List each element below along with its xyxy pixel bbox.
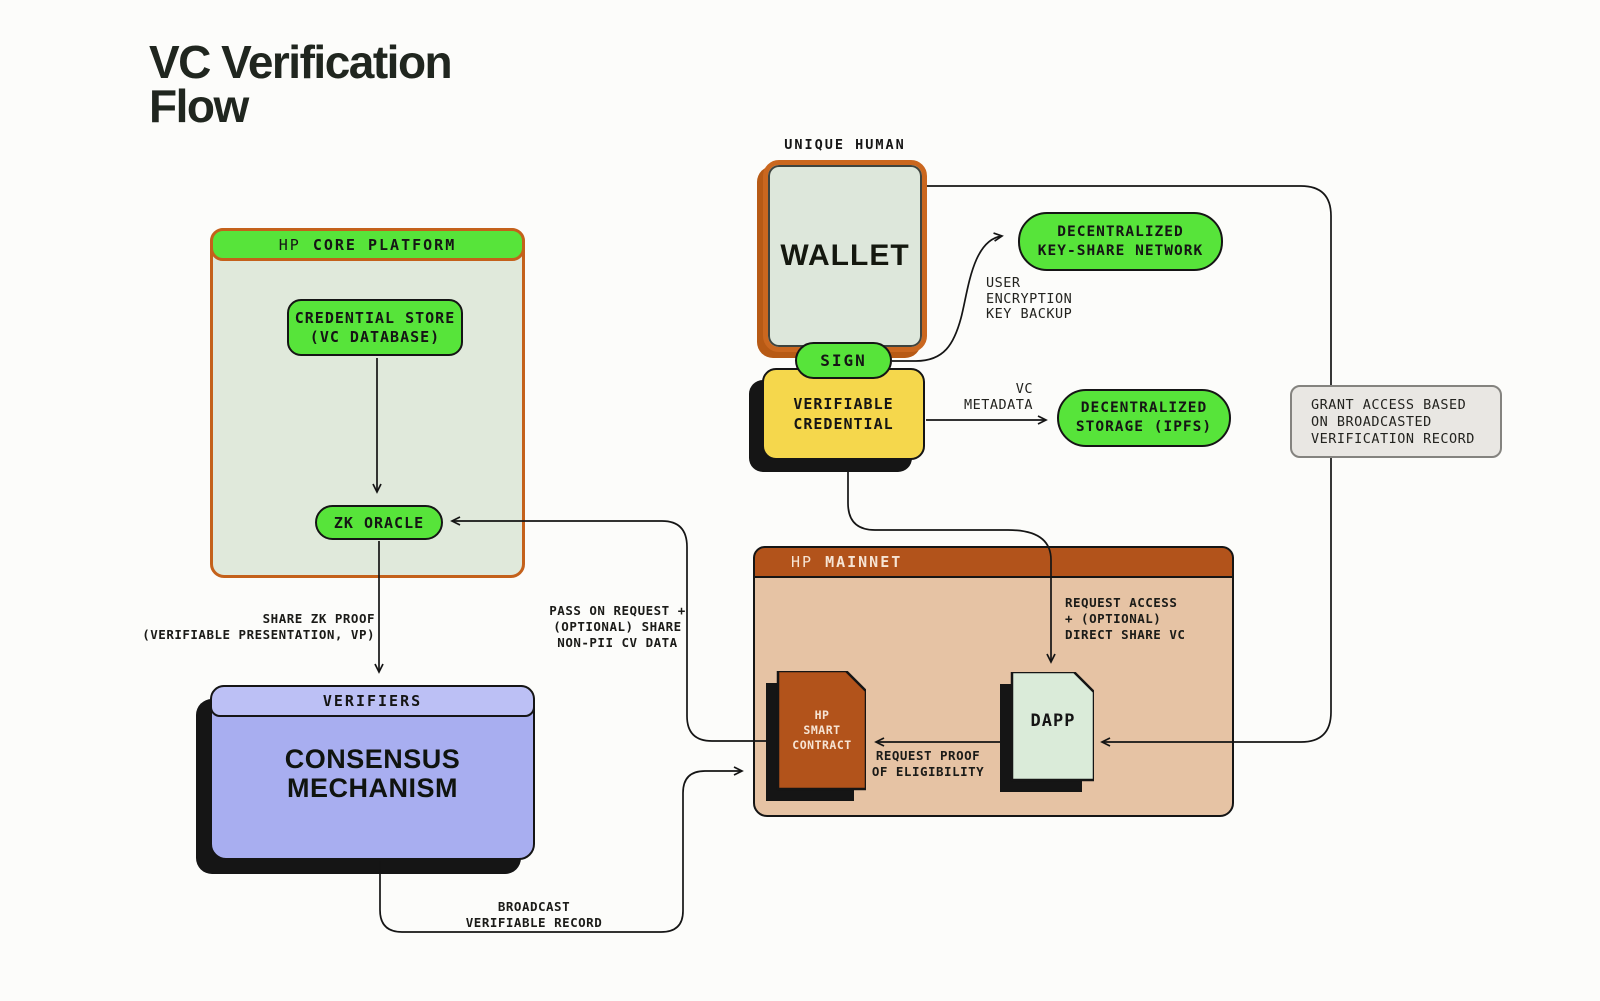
consensus-mechanism-label: CONSENSUS MECHANISM	[284, 744, 461, 803]
broadcast-record-label: BROADCAST VERIFIABLE RECORD	[465, 899, 603, 930]
vc-metadata-label: VC METADATA	[963, 381, 1033, 413]
wallet-node: WALLET	[763, 160, 927, 352]
wallet-label: WALLET	[780, 239, 910, 272]
page-title: VC Verification Flow	[149, 36, 453, 132]
verifiable-credential-node: VERIFIABLE CREDENTIAL	[762, 368, 925, 460]
unique-human-label: UNIQUE HUMAN	[784, 137, 906, 153]
decentralized-storage-node: DECENTRALIZED STORAGE (IPFS)	[1057, 389, 1231, 447]
grant-access-note: GRANT ACCESS BASED ON BROADCASTED VERIFI…	[1290, 385, 1502, 458]
pass-on-request-label: PASS ON REQUEST + (OPTIONAL) SHARE NON-P…	[549, 603, 686, 650]
request-proof-label: REQUEST PROOF OF ELIGIBILITY	[871, 748, 985, 779]
verifiers-header: VERIFIERS	[210, 685, 535, 717]
credential-store-node: CREDENTIAL STORE (VC DATABASE)	[287, 299, 463, 356]
hp-smart-contract-label: HP SMART CONTRACT	[792, 707, 852, 752]
request-access-label: REQUEST ACCESS + (OPTIONAL) DIRECT SHARE…	[1065, 595, 1186, 642]
hp-core-platform-label: CORE PLATFORM	[312, 235, 457, 254]
dapp-label: DAPP	[1030, 711, 1076, 731]
keyshare-network-node: DECENTRALIZED KEY-SHARE NETWORK	[1018, 212, 1223, 271]
user-encryption-label: USER ENCRYPTION KEY BACKUP	[986, 275, 1073, 322]
hp-mainnet-header-prefix: HP	[791, 553, 814, 571]
hp-core-platform-prefix: HP	[278, 235, 301, 254]
sign-node: SIGN	[795, 342, 892, 379]
share-zk-proof-label: SHARE ZK PROOF (VERIFIABLE PRESENTATION,…	[142, 611, 375, 642]
hp-mainnet-header: HP MAINNET	[753, 546, 1234, 578]
zk-oracle-node: ZK ORACLE	[315, 505, 443, 540]
hp-mainnet-header-label: MAINNET	[825, 553, 903, 571]
hp-core-platform-header: HP CORE PLATFORM	[210, 228, 525, 261]
hp-smart-contract-shape	[766, 671, 866, 801]
